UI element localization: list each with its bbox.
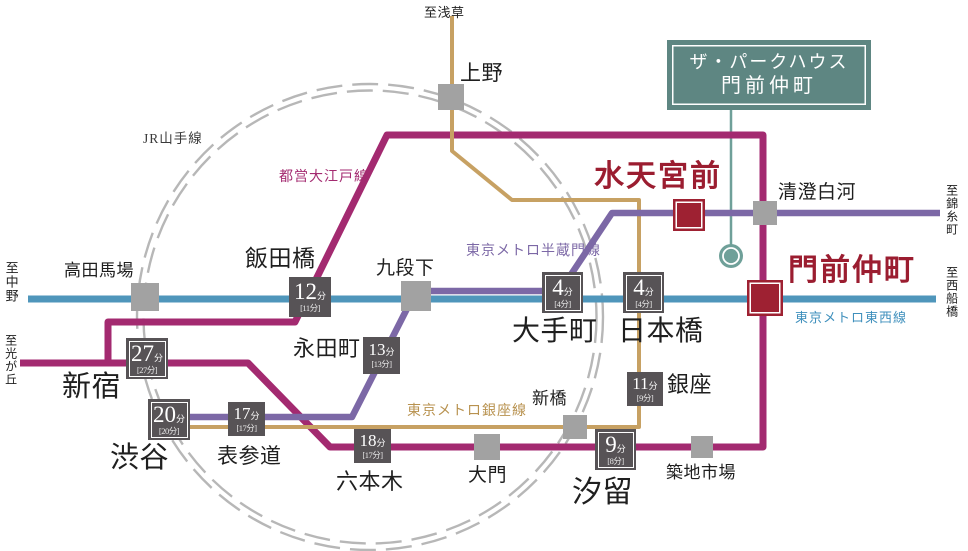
time-badge-nihombashi: 4分 [4分] — [623, 272, 664, 313]
station-marker-kiyosumi-shirakawa — [753, 201, 777, 225]
time-badge-shibuya: 20分 [20分] — [148, 399, 190, 440]
station-marker-ueno — [438, 84, 464, 110]
line-label-hanzomon: 東京メトロ半蔵門線 — [466, 244, 601, 259]
station-marker-takadanobaba — [131, 283, 159, 311]
terminal-label-kinshicho: 至錦糸町 — [944, 184, 959, 236]
station-label-shibuya: 渋谷 — [110, 442, 170, 474]
station-label-daimon: 大門 — [468, 465, 508, 486]
station-label-ueno: 上野 — [460, 61, 503, 85]
station-label-takadanobaba: 高田馬場 — [64, 261, 134, 280]
station-label-shimbashi: 新橋 — [532, 389, 567, 408]
line-label-toei-oedo: 都営大江戸線 — [279, 170, 369, 185]
station-label-monzen-nakacho: 門前仲町 — [788, 254, 916, 287]
time-badge-ginza: 11分 [9分] — [627, 372, 663, 406]
property-title-box: ザ・パークハウス 門前仲町 — [667, 40, 871, 110]
terminal-label-nakano: 至中野 — [3, 261, 19, 303]
station-label-otemachi: 大手町 — [512, 316, 598, 347]
station-label-shinjuku: 新宿 — [62, 371, 122, 403]
line-label-ginza: 東京メトロ銀座線 — [407, 404, 527, 419]
time-badge-iidabashi: 12分 [11分] — [289, 277, 331, 317]
station-label-nagatacho: 永田町 — [293, 336, 361, 361]
tokyo-metro-ginza-line — [190, 16, 641, 429]
terminal-label-nishi-funabashi: 至西船橋 — [944, 266, 959, 318]
station-marker-tsukijishijo — [691, 436, 713, 458]
station-label-omotesando: 表参道 — [217, 444, 282, 468]
station-marker-shimbashi — [563, 415, 587, 439]
station-label-shiodome: 汐留 — [572, 476, 633, 509]
station-label-ginza: 銀座 — [667, 372, 713, 397]
line-label-jr-yamanote: JR山手線 — [143, 131, 203, 146]
station-label-tsukijishijo: 築地市場 — [666, 463, 736, 482]
station-label-iidabashi: 飯田橋 — [245, 246, 316, 271]
property-name-line1: ザ・パークハウス — [689, 52, 849, 73]
time-badge-shiodome: 9分 [8分] — [595, 429, 636, 470]
time-badge-roppongi: 18分 [17分] — [354, 429, 391, 463]
station-marker-suitengumae — [673, 199, 705, 231]
jr-yamanote-line-inner — [142, 89, 598, 545]
property-name-line2: 門前仲町 — [721, 74, 817, 97]
station-marker-monzen-nakacho — [747, 280, 783, 316]
time-badge-omotesando: 17分 [17分] — [228, 402, 265, 436]
time-badge-otemachi: 4分 [4分] — [542, 272, 583, 313]
jr-yamanote-line-outer — [135, 82, 605, 551]
time-badge-shinjuku: 27分 [27分] — [126, 338, 168, 379]
station-label-suitengumae: 水天宮前 — [594, 160, 722, 193]
terminal-label-hikarigaoka: 至光が丘 — [3, 334, 18, 386]
tokyo-metro-hanzomon-line — [190, 209, 940, 421]
terminal-label-asakusa: 至浅草 — [424, 5, 465, 20]
station-label-kiyosumi-shirakawa: 清澄白河 — [778, 182, 857, 203]
station-marker-daimon — [474, 434, 500, 460]
property-location-marker-ring — [722, 247, 740, 265]
line-label-tozai: 東京メトロ東西線 — [795, 310, 908, 325]
station-label-kudanshita: 九段下 — [376, 258, 435, 279]
toei-oedo-line — [20, 131, 767, 451]
station-label-nihombashi: 日本橋 — [618, 316, 704, 347]
time-badge-nagatacho: 13分 [13分] — [363, 337, 400, 374]
station-label-roppongi: 六本木 — [336, 469, 404, 494]
station-marker-kudanshita — [401, 281, 431, 311]
